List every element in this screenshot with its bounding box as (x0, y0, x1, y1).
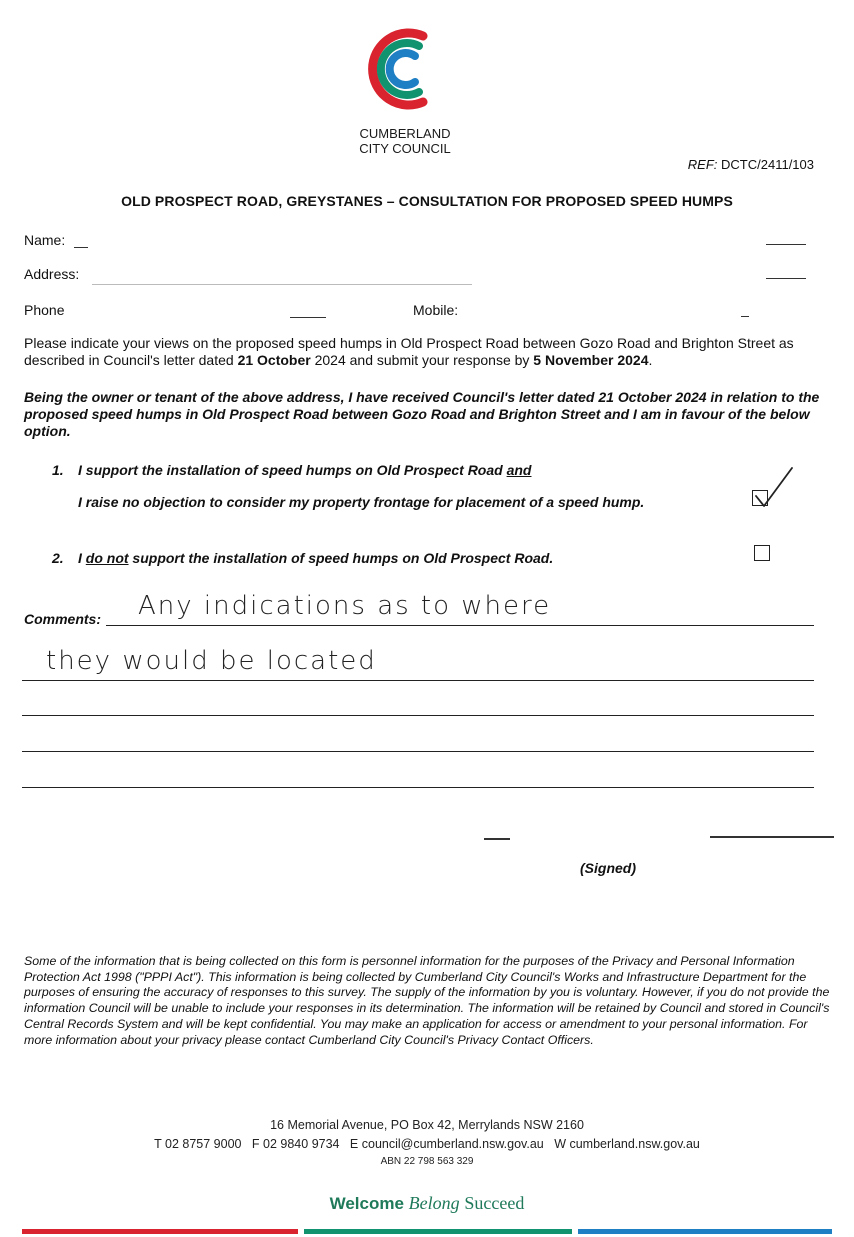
comment-line-1[interactable] (106, 625, 814, 626)
address-field[interactable] (92, 284, 472, 285)
footer-web[interactable]: cumberland.nsw.gov.au (569, 1137, 700, 1151)
option-2-text-c: support the installation of speed humps … (128, 550, 554, 566)
page-title: OLD PROSPECT ROAD, GREYSTANES – CONSULTA… (121, 193, 733, 209)
intro-text-2: 2024 and submit your response by (310, 352, 534, 368)
signed-label: (Signed) (580, 860, 636, 876)
web-label: W (554, 1137, 566, 1151)
footer-contacts: T 02 8757 9000 F 02 9840 9734 E council@… (0, 1137, 854, 1151)
tagline: Welcome Belong Succeed (0, 1193, 854, 1214)
option-1-number: 1. (52, 462, 64, 478)
phone-label: Phone (24, 302, 65, 318)
footer-abn: ABN 22 798 563 329 (380, 1156, 474, 1167)
ref-value: DCTC/2411/103 (721, 157, 814, 172)
option-2-checkbox[interactable] (754, 545, 770, 561)
date-field[interactable] (484, 838, 510, 840)
name-rule-end (766, 244, 806, 245)
option-2-line: I do not support the installation of spe… (78, 550, 553, 566)
comment-handwriting-1: Any indications as to where (138, 591, 552, 621)
footer-phone: 02 8757 9000 (165, 1137, 242, 1151)
option-1-checkbox[interactable] (752, 490, 768, 506)
email-label: E (349, 1137, 359, 1151)
address-label: Address: (24, 266, 80, 282)
option-1-text: I support the installation of speed hump… (78, 462, 507, 478)
option-1-line1: I support the installation of speed hump… (78, 462, 531, 478)
brand-bar-red (22, 1229, 298, 1234)
address-rule-end (766, 278, 806, 279)
intro-text-1: Please indicate your views on the propos… (24, 335, 794, 368)
privacy-notice: Some of the information that is being co… (24, 954, 830, 1047)
option-1-and: and (506, 462, 532, 478)
option-2-number: 2. (52, 550, 64, 566)
option-2-do-not: do not (85, 550, 129, 566)
brand-bar-green (304, 1229, 572, 1234)
ref-label: REF: (687, 157, 718, 172)
org-name-line2: CITY COUNCIL (359, 141, 451, 156)
org-name-line1: CUMBERLAND (359, 126, 451, 141)
name-label: Name: (24, 232, 66, 248)
comment-line-3[interactable] (22, 715, 814, 716)
comment-handwriting-2: they would be located (46, 646, 377, 676)
checkmark-icon (755, 467, 793, 507)
fax-label: F (251, 1137, 260, 1151)
name-field[interactable] (74, 247, 88, 248)
signature-field[interactable] (710, 836, 834, 838)
reference: REF: DCTC/2411/103 (688, 157, 814, 172)
footer-fax: 02 9840 9734 (263, 1137, 340, 1151)
option-1-line2: I raise no objection to consider my prop… (78, 494, 645, 510)
footer-email[interactable]: council@cumberland.nsw.gov.au (361, 1137, 544, 1151)
brand-bar-blue (578, 1229, 832, 1234)
tagline-belong: Belong (408, 1193, 460, 1213)
tagline-succeed: Succeed (464, 1193, 525, 1213)
comment-line-5[interactable] (22, 787, 814, 788)
intro-date-1: 21 October (237, 352, 311, 368)
intro-paragraph: Please indicate your views on the propos… (24, 335, 836, 369)
footer-address: 16 Memorial Avenue, PO Box 42, Merryland… (270, 1118, 584, 1132)
option-2-text-a: I (78, 550, 86, 566)
mobile-field[interactable] (741, 316, 749, 317)
intro-date-2: 5 November 2024 (533, 352, 649, 368)
comment-line-2[interactable] (22, 680, 814, 681)
phone-label: T (154, 1137, 162, 1151)
comment-line-4[interactable] (22, 751, 814, 752)
mobile-label: Mobile: (413, 302, 459, 318)
tagline-welcome: Welcome (329, 1194, 404, 1213)
cumberland-logo-icon (368, 28, 428, 110)
comments-label: Comments: (24, 611, 102, 627)
owner-statement: Being the owner or tenant of the above a… (24, 389, 820, 439)
intro-text-3: . (648, 352, 653, 368)
phone-field[interactable] (290, 317, 326, 318)
